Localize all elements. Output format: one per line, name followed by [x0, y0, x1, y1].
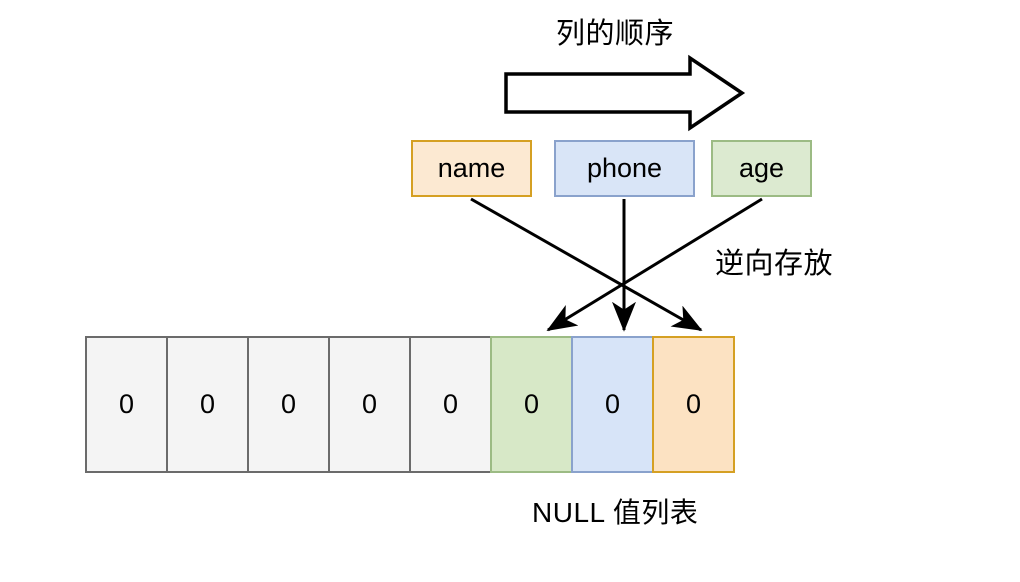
column-order-title: 列的顺序: [556, 18, 675, 50]
null-bitmap-row: 0 0 0 0 0 0 0 0: [85, 336, 735, 473]
null-bit-cell: 0: [247, 336, 330, 473]
null-bit-cell: 0: [409, 336, 492, 473]
block-arrow-right-icon: [504, 54, 746, 132]
null-bit-cell-name: 0: [652, 336, 735, 473]
reverse-storage-note: 逆向存放: [715, 248, 834, 280]
null-bitmap-caption: NULL 值列表: [532, 497, 699, 528]
null-bit-cell-phone: 0: [571, 336, 654, 473]
null-bit-cell: 0: [85, 336, 168, 473]
connector-name-to-orange-cell: [470, 197, 703, 332]
column-box-name: name: [411, 140, 532, 197]
null-bit-cell-age: 0: [490, 336, 573, 473]
null-bit-cell: 0: [166, 336, 249, 473]
column-box-phone: phone: [554, 140, 695, 197]
null-bit-cell: 0: [328, 336, 411, 473]
column-box-age: age: [711, 140, 812, 197]
